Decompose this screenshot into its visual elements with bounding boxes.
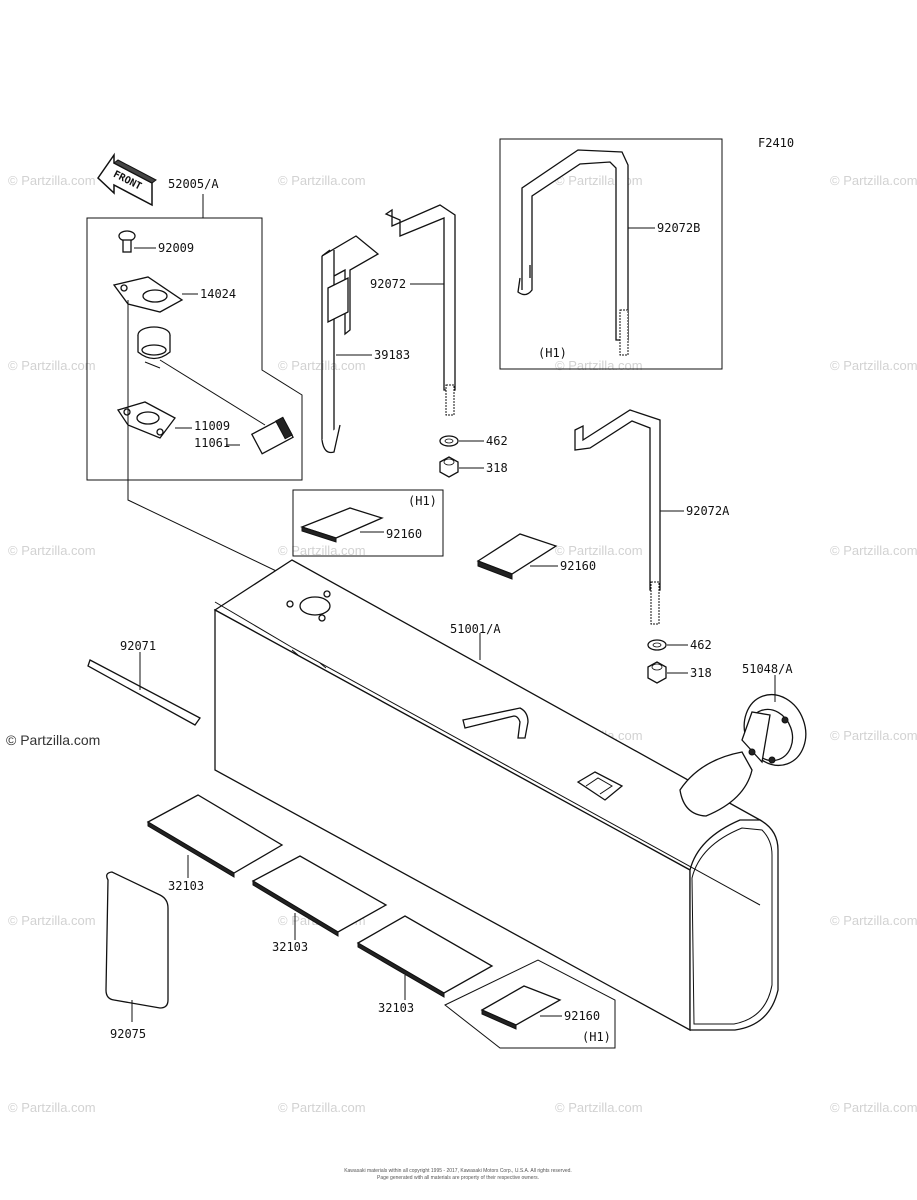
label-92071: 92071: [120, 639, 156, 653]
label-32103-b: 32103: [272, 940, 308, 954]
bracket-39183: [321, 235, 380, 454]
label-92160-bottom: 92160: [564, 1009, 600, 1023]
label-h1-mid: (H1): [408, 494, 437, 508]
label-h1-top: (H1): [538, 346, 567, 360]
watermark: © Partzilla.com: [830, 358, 917, 373]
watermark-prominent: © Partzilla.com: [6, 732, 100, 748]
label-32103-c: 32103: [378, 1001, 414, 1015]
label-92160-right: 92160: [560, 559, 596, 573]
label-52005a: 52005/A: [168, 177, 219, 191]
sender-group-box: [86, 217, 303, 481]
plate-14024: [112, 276, 184, 313]
nut-318-bottom: [647, 661, 667, 684]
label-92075: 92075: [110, 1027, 146, 1041]
fuel-cap-51048a: [741, 693, 807, 767]
pad-32103-b: [251, 855, 388, 937]
watermark: © Partzilla.com: [555, 173, 643, 188]
sender-unit-group: 52005/A 92009 14024: [86, 177, 303, 581]
watermark: © Partzilla.com: [8, 913, 96, 928]
label-92072: 92072: [370, 277, 406, 291]
fuel-tank-51001a: [213, 559, 779, 1032]
pad-92160-right: [476, 533, 558, 580]
footer-copyright: Kawasaki materials within all copyright …: [344, 1168, 572, 1174]
watermark: © Partzilla.com: [830, 728, 917, 743]
pad-92075: [105, 871, 169, 1009]
watermark: © Partzilla.com: [830, 173, 917, 188]
label-318-top: 318: [486, 461, 508, 475]
watermark: © Partzilla.com: [830, 913, 917, 928]
strap-92072a: [574, 409, 661, 625]
h1-pad-box-mid: (H1) 92160: [292, 489, 444, 557]
strip-92071: [87, 659, 201, 726]
label-32103-a: 32103: [168, 879, 204, 893]
label-11061: 11061: [194, 436, 230, 450]
screw-92009: [118, 230, 136, 253]
washer-462-bottom: [647, 639, 667, 651]
watermark: © Partzilla.com: [830, 543, 917, 558]
watermark: © Partzilla.com: [8, 543, 96, 558]
watermark: © Partzilla.com: [278, 543, 366, 558]
watermark: © Partzilla.com: [555, 1100, 643, 1115]
label-462-top: 462: [486, 434, 508, 448]
label-92072b: 92072B: [657, 221, 700, 235]
strap-92072: [384, 204, 456, 416]
label-462-bottom: 462: [690, 638, 712, 652]
gasket-11009: [116, 401, 176, 439]
footer-note: Page generated with all materials are pr…: [377, 1175, 539, 1181]
h1-strap-box: 92072B (H1): [499, 138, 723, 370]
label-92009: 92009: [158, 241, 194, 255]
watermark: © Partzilla.com: [555, 543, 643, 558]
label-51048a: 51048/A: [742, 662, 793, 676]
label-14024: 14024: [200, 287, 236, 301]
watermark: © Partzilla.com: [8, 358, 96, 373]
watermark: © Partzilla.com: [8, 1100, 96, 1115]
watermark: © Partzilla.com: [555, 358, 643, 373]
washer-462-top: [439, 435, 459, 447]
pad-32103-c: [356, 915, 494, 998]
nut-318-top: [439, 456, 459, 478]
figure-code: F2410: [758, 136, 794, 150]
pad-32103-a: [146, 794, 284, 878]
fuel-sender-unit: [137, 326, 294, 455]
label-h1-bottom: (H1): [582, 1030, 611, 1044]
label-92160-mid: 92160: [386, 527, 422, 541]
watermark: © Partzilla.com: [830, 1100, 917, 1115]
watermark: © Partzilla.com: [278, 1100, 366, 1115]
watermark: © Partzilla.com: [8, 173, 96, 188]
front-arrow-icon: FRONT: [97, 152, 157, 207]
label-11009: 11009: [194, 419, 230, 433]
label-92072a: 92072A: [686, 504, 730, 518]
watermark: © Partzilla.com: [278, 173, 366, 188]
label-51001a: 51001/A: [450, 622, 501, 636]
label-318-bottom: 318: [690, 666, 712, 680]
label-39183: 39183: [374, 348, 410, 362]
h1-pad-box-bottom: 92160 (H1): [444, 959, 616, 1049]
